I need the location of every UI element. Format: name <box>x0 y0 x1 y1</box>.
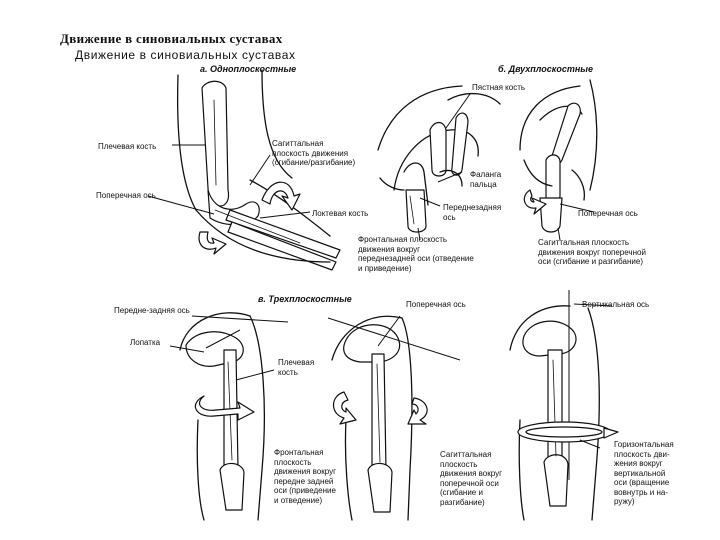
elbow-joint-drawing <box>147 69 341 271</box>
label-scapula: Лопатка <box>130 338 161 347</box>
label-ulna: Локтевая кость <box>312 209 369 218</box>
shoulder-frontal-drawing <box>169 312 289 521</box>
diagram-subtitle: Движение в синовиальных суставах <box>75 48 296 62</box>
label-vertical-axis: Вертикальная ось <box>582 300 650 309</box>
section-a-heading: а. Одноплоскостные <box>200 64 297 74</box>
label-humerus: Плечевая кость <box>98 142 157 151</box>
label-ap-axis-b: Переднезадняя ось <box>443 203 502 222</box>
label-transverse-axis-b: Поперечная ось <box>578 209 638 218</box>
section-c-heading: в. Трехплоскостные <box>258 294 352 304</box>
label-horizontal-c: Горизонтальная плоскость дви- жения вокр… <box>614 440 674 506</box>
label-metacarpal: Пястная кость <box>472 83 526 92</box>
label-humerus-c: Плечевая кость <box>278 358 315 377</box>
section-b-heading: б. Двухплоскостные <box>498 64 593 74</box>
label-sagittal-flexion: Сагиттальная плоскость движения (сгибани… <box>272 139 356 167</box>
label-phalanx: Фаланга пальца <box>470 170 502 189</box>
label-transverse-axis-a: Поперечная ось <box>96 191 156 200</box>
label-frontal-c: Фронтальная плоскость движения вокруг пе… <box>274 448 337 505</box>
shoulder-sagittal-drawing <box>327 315 461 521</box>
label-sagittal-b: Сагиттальная плоскость движения вокруг п… <box>538 238 646 266</box>
hand-frontal-drawing <box>377 85 501 241</box>
label-transverse-axis-c: Поперечная ось <box>406 300 466 309</box>
shoulder-horizontal-drawing <box>509 290 619 521</box>
label-sagittal-c: Сагиттальная плоскость движения вокруг п… <box>440 450 503 507</box>
hand-sagittal-drawing <box>519 79 598 241</box>
label-ap-axis-c: Передне-задняя ось <box>114 306 190 315</box>
diagram-title: Движение в синовиальных суставах <box>60 31 283 46</box>
label-frontal-b: Фронтальная плоскость движения вокруг пе… <box>358 235 474 273</box>
